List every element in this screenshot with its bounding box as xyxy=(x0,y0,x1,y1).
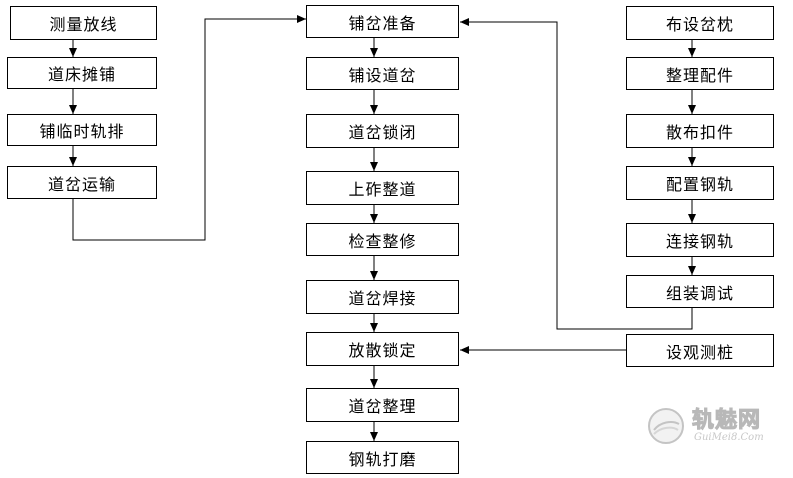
step-lay-turnout: 铺设道岔 xyxy=(306,57,459,90)
step-label: 铺岔准备 xyxy=(348,13,417,33)
step-label: 铺设道岔 xyxy=(348,65,417,85)
step-laying-prep: 铺岔准备 xyxy=(306,5,459,38)
step-label: 道岔整理 xyxy=(348,397,417,416)
connector-transport-to-prepare xyxy=(72,15,306,241)
step-label: 连接钢轨 xyxy=(665,232,734,251)
watermark-domain: GuiMei8.Com xyxy=(694,432,764,443)
step-label: 检查整修 xyxy=(348,231,417,251)
step-label: 布设岔枕 xyxy=(665,15,734,34)
step-inspect-repair: 检查整修 xyxy=(306,223,459,256)
step-ballast-tamping: 上砟整道 xyxy=(306,171,459,205)
step-stress-release-lock: 放散锁定 xyxy=(306,332,459,366)
step-configure-rails: 配置钢轨 xyxy=(626,166,774,200)
step-label: 配置钢轨 xyxy=(665,175,734,194)
step-label: 设观测桩 xyxy=(665,342,734,362)
step-temp-track-panel: 铺临时轨排 xyxy=(7,114,157,146)
step-label: 道岔运输 xyxy=(47,174,116,194)
step-label: 测量放线 xyxy=(49,15,118,34)
step-rail-grinding: 钢轨打磨 xyxy=(306,441,459,474)
step-survey-stakes: 设观测桩 xyxy=(626,334,774,367)
watermark-logo-icon xyxy=(648,408,684,444)
step-label: 道床摊铺 xyxy=(47,65,116,84)
connector-assembly-to-prepare xyxy=(460,18,693,330)
watermark: 轨魅网 GuiMei8.Com xyxy=(640,400,780,452)
step-turnout-lock: 道岔锁闭 xyxy=(306,114,459,148)
step-turnout-transport: 道岔运输 xyxy=(7,166,157,199)
step-assemble-adjust: 组装调试 xyxy=(626,275,774,308)
step-survey-layout: 测量放线 xyxy=(10,6,157,40)
step-sort-fittings: 整理配件 xyxy=(626,57,774,90)
watermark-title: 轨魅网 xyxy=(691,408,762,434)
step-connect-rails: 连接钢轨 xyxy=(626,223,774,257)
step-lay-sleepers: 布设岔枕 xyxy=(626,6,774,40)
step-distribute-fasteners: 散布扣件 xyxy=(626,114,774,148)
step-label: 道岔焊接 xyxy=(348,289,417,308)
step-bed-spreading: 道床摊铺 xyxy=(7,57,157,89)
step-label: 铺临时轨排 xyxy=(39,122,125,141)
step-turnout-finishing: 道岔整理 xyxy=(306,388,459,422)
step-turnout-welding: 道岔焊接 xyxy=(306,280,459,314)
step-label: 散布扣件 xyxy=(665,123,734,142)
step-label: 整理配件 xyxy=(665,65,734,85)
step-label: 钢轨打磨 xyxy=(348,449,417,469)
step-label: 组装调试 xyxy=(665,283,734,303)
step-label: 上砟整道 xyxy=(348,180,417,199)
step-label: 放散锁定 xyxy=(348,341,417,360)
step-label: 道岔锁闭 xyxy=(348,123,417,142)
